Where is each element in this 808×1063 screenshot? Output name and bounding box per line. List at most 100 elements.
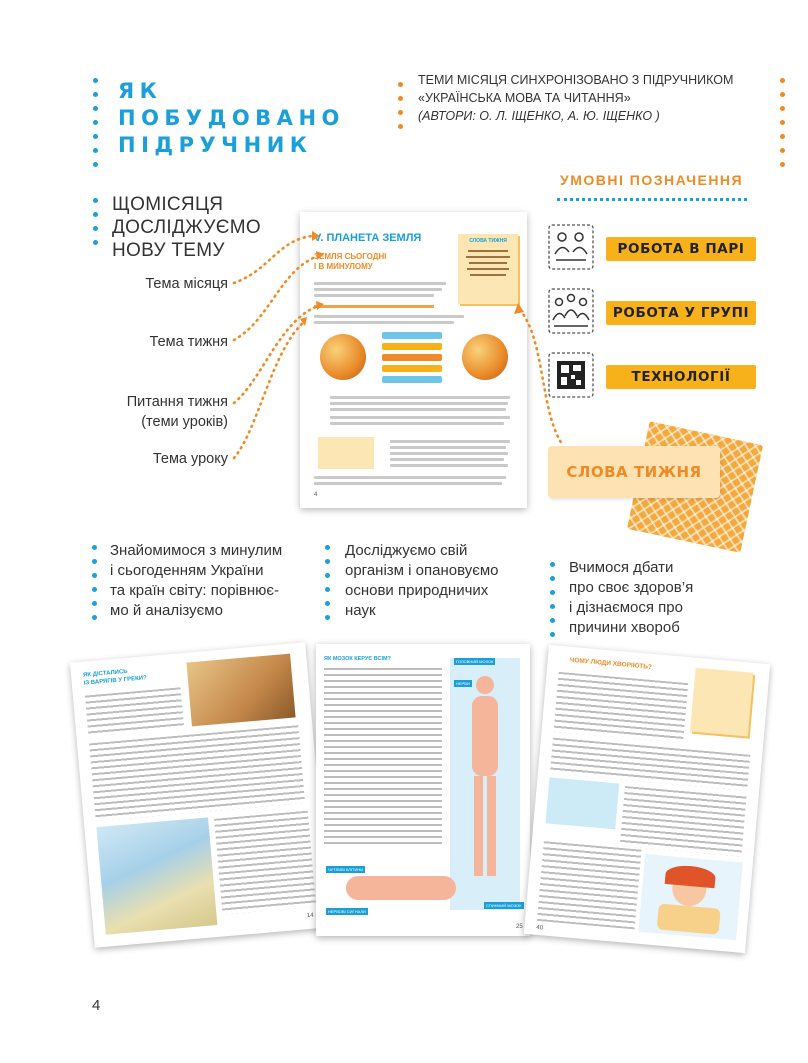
feature-line: і дізнаємося про (569, 599, 683, 616)
title-line: ПІДРУЧНИК (118, 133, 313, 157)
sample-label: НЕРВОВІ СИГНАЛИ (326, 908, 368, 915)
feature-line: про своє здоров’я (569, 579, 694, 596)
week-title-line: І В МИНУЛОМУ (314, 262, 373, 271)
sample-label: ЧУТЛИВІ КЛІТИНИ (326, 866, 366, 873)
text-block (553, 671, 689, 743)
week-title-line: ЗЕМЛЯ СЬОГОДНІ (314, 252, 387, 261)
sample-page-number: 25 (516, 924, 523, 930)
sample-page-number: 40 (536, 924, 544, 932)
text-line (390, 452, 508, 455)
sample-page-health: ЧОМУ ЛЮДИ ХВОРІЮТЬ? 40 (523, 644, 771, 954)
text-block (324, 668, 442, 844)
sample-title: ЯК ДІСТАЛИСЬ ІЗ ВАРЯГІВ У ГРЕКИ? (83, 666, 147, 687)
feature-line: причини хвороб (569, 619, 680, 636)
feature-line: Вчимося дбати (569, 559, 674, 576)
text-line (390, 440, 510, 443)
textbook-week-words-note: СЛОВА ТИЖНЯ (458, 234, 518, 304)
feature-dotted-rule (550, 562, 556, 646)
text-line (314, 321, 454, 324)
intro-dotted-rule (93, 198, 99, 254)
feature-line: та країн світу: порівнює- (110, 582, 280, 599)
sample-title: ЧОМУ ЛЮДИ ХВОРІЮТЬ? (569, 656, 653, 671)
sample-label: СПИННИЙ МОЗОК (484, 902, 524, 909)
feature-line: і сьогоденням України (110, 562, 264, 579)
textbook-question (314, 305, 434, 308)
textbook-page: V. ПЛАНЕТА ЗЕМЛЯ ЗЕМЛЯ СЬОГОДНІ І В МИНУ… (300, 212, 527, 508)
note-title: СЛОВА ТИЖНЯ (469, 238, 507, 244)
pair-work-icon (548, 224, 594, 270)
feature-line: наук (345, 602, 376, 619)
legend-divider (557, 198, 747, 201)
feature-line: мо й аналізуємо (110, 602, 223, 619)
label-strip (382, 332, 442, 339)
textbook-week-title: ЗЕМЛЯ СЬОГОДНІ І В МИНУЛОМУ (314, 252, 387, 272)
page-title: ЯК ПОБУДОВАНО ПІДРУЧНИК (118, 78, 345, 159)
sync-line: «УКРАЇНСЬКА МОВА ТА ЧИТАННЯ» (418, 91, 631, 105)
label-lesson-theme: Тема уроку (152, 451, 228, 467)
label-week-theme: Тема тижня (149, 334, 228, 350)
text-line (314, 282, 446, 285)
feature-line: основи природничих (345, 582, 489, 599)
intro-line: ДОСЛІДЖУЄМО (112, 217, 261, 238)
side-note (318, 437, 374, 469)
text-line (314, 288, 442, 291)
intro-heading: ЩОМІСЯЦЯ ДОСЛІДЖУЄМО НОВУ ТЕМУ (112, 193, 261, 262)
feature-science: Досліджуємо свій організм і опановуємо о… (345, 541, 499, 621)
label-week-question: Питання тижня (теми уроків) (127, 392, 228, 432)
qr-code-icon (548, 352, 594, 398)
text-line (314, 476, 506, 479)
intro-line: ЩОМІСЯЦЯ (112, 194, 224, 215)
text-block (214, 810, 317, 915)
legend-group-work: РОБОТА У ГРУПІ (606, 301, 756, 325)
text-line (314, 294, 434, 297)
sample-label: ГОЛОВНИЙ МОЗОК (454, 658, 496, 665)
text-block (84, 687, 185, 736)
right-dotted-rule (780, 78, 786, 176)
text-line (390, 446, 506, 449)
sample-page-number: 14 (306, 912, 314, 920)
feature-health: Вчимося дбати про своє здоров’я і дізнає… (569, 558, 693, 638)
intro-line: НОВУ ТЕМУ (112, 240, 225, 261)
sample-note (690, 667, 754, 737)
text-line (330, 422, 504, 425)
text-line (390, 464, 508, 467)
sample-page-history: ЯК ДІСТАЛИСЬ ІЗ ВАРЯГІВ У ГРЕКИ? 14 (69, 642, 331, 948)
sample-map (96, 817, 218, 935)
page-number: 4 (92, 997, 101, 1014)
sample-body-diagram (450, 658, 520, 910)
sample-label: НЕРВИ (454, 680, 472, 687)
text-line (330, 402, 508, 405)
textbook-unit-title: V. ПЛАНЕТА ЗЕМЛЯ (314, 232, 422, 244)
sample-illustration-sick-girl (638, 854, 743, 941)
feature-dotted-rule (92, 545, 98, 629)
globe-right (462, 334, 508, 380)
sample-info-box (545, 777, 620, 830)
globe-left (320, 334, 366, 380)
feature-history: Знайомимося з минулим і сьогоденням Укра… (110, 541, 282, 621)
feature-line: Знайомимося з минулим (110, 542, 283, 559)
text-line (314, 482, 502, 485)
title-dotted-rule (93, 78, 99, 176)
label-strip (382, 354, 442, 361)
text-line (390, 458, 504, 461)
text-block (89, 725, 306, 822)
feature-dotted-rule (325, 545, 331, 629)
group-work-icon (548, 288, 594, 334)
label-month-theme: Тема місяця (145, 276, 228, 292)
label-strip (382, 376, 442, 383)
label-line: Питання тижня (126, 394, 228, 410)
sync-note: ТЕМИ МІСЯЦЯ СИНХРОНІЗОВАНО З ПІДРУЧНИКОМ… (418, 71, 748, 125)
label-strip (382, 365, 442, 372)
text-line (330, 416, 510, 419)
textbook-page-number: 4 (314, 492, 318, 498)
legend-pair-work: РОБОТА В ПАРІ (606, 237, 756, 261)
sync-dotted-rule (398, 82, 404, 138)
sample-illustration-ships (186, 653, 296, 727)
feature-line: організм і опановуємо (345, 562, 499, 579)
title-line: ПОБУДОВАНО (118, 106, 345, 130)
sync-line: ТЕМИ МІСЯЦЯ СИНХРОНІЗОВАНО З ПІДРУЧНИКОМ (418, 73, 734, 87)
label-strip (382, 343, 442, 350)
text-line (330, 396, 510, 399)
title-line: ЯК (118, 79, 163, 103)
